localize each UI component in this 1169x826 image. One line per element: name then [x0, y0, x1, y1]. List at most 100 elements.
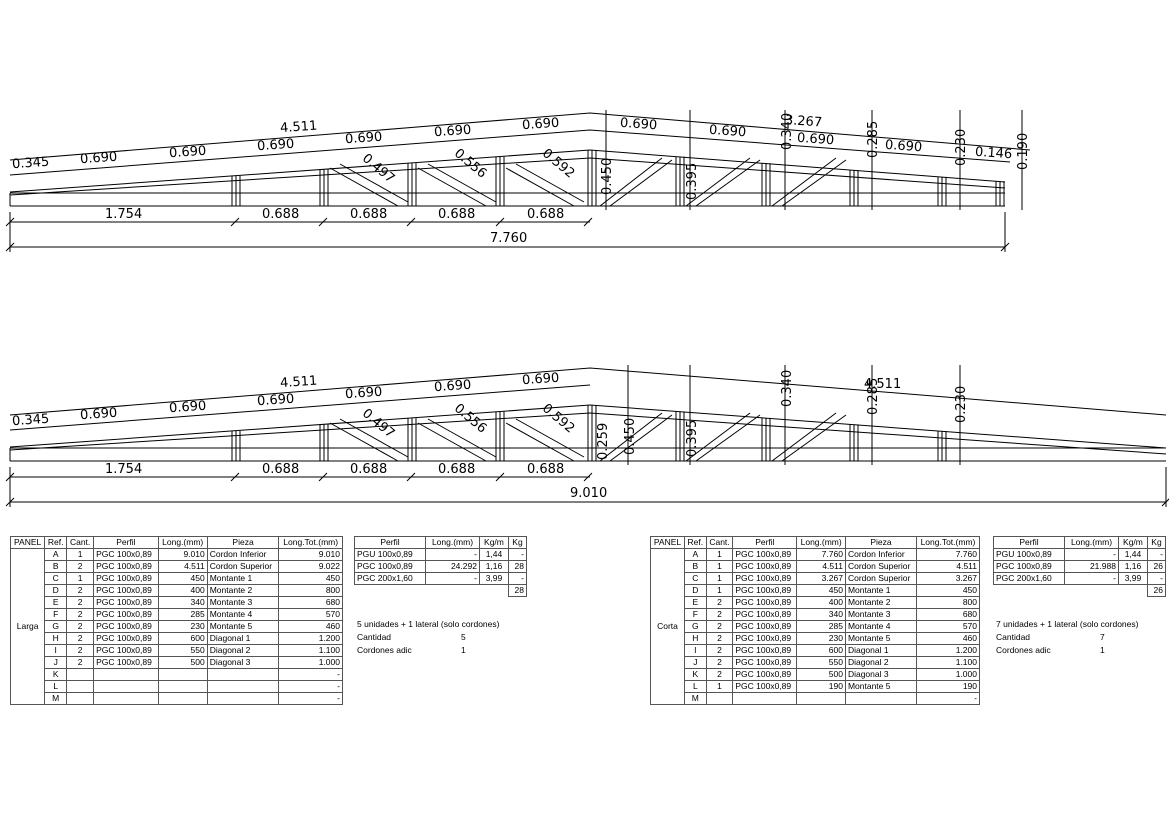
- panel-name: Corta: [650, 548, 685, 705]
- table-cell: Cordon Inferior: [206, 548, 280, 561]
- dim-diagonal: 0.497: [359, 151, 397, 186]
- table-cell: L: [683, 680, 707, 693]
- table-cell: [157, 680, 208, 693]
- diagonal: [505, 167, 575, 207]
- table-cell: H: [44, 632, 68, 645]
- table-cell: [844, 692, 917, 705]
- dim-diagonal: 0.556: [451, 401, 489, 436]
- dim-tick: [230, 217, 240, 227]
- table-cell: Diagonal 3: [206, 656, 280, 669]
- column-header: Ref.: [44, 536, 68, 549]
- table-cell: PGC 100x0,89: [93, 572, 159, 585]
- dim-label: 0.345: [12, 412, 50, 430]
- table-cell: 7.760: [915, 548, 981, 561]
- top-chord-inner: [9, 412, 1167, 455]
- table-cell: 1: [66, 572, 95, 585]
- table-cell: Cordon Inferior: [844, 548, 917, 561]
- table-cell: 1: [705, 560, 734, 573]
- column-header: Cant.: [705, 536, 734, 549]
- column-header: Long.(mm): [157, 536, 208, 549]
- table-cell: PGU 100x0,89: [992, 548, 1066, 561]
- table-cell: PGC 100x0,89: [992, 560, 1066, 573]
- table-cell: 28: [507, 560, 528, 573]
- column-header: Kg/m: [478, 536, 509, 549]
- table-cell: G: [683, 620, 707, 633]
- table-cell: 800: [278, 584, 343, 597]
- table-cell: 1: [66, 548, 95, 561]
- table-cell: 1.100: [278, 644, 343, 657]
- truss-long-labels: 4.511 0.345 0.690 0.690 0.690 0.690 0.69…: [12, 370, 969, 501]
- dim-line-total: [9, 367, 1167, 416]
- diagonal: [427, 163, 497, 203]
- table-cell: 460: [278, 620, 343, 633]
- table-cell: 1: [705, 572, 734, 585]
- table-cell: 2: [66, 632, 95, 645]
- total-kg: 28: [507, 584, 528, 597]
- dim-tick: [406, 472, 416, 482]
- table-cell: 2: [705, 632, 734, 645]
- table-cell: PGC 100x0,89: [732, 632, 798, 645]
- dim-height: 0.230: [954, 386, 969, 423]
- table-cell: Montante 3: [844, 608, 917, 621]
- table-cell: [157, 692, 208, 705]
- truss-long-drawing: [5, 365, 1169, 507]
- table-cell: PGC 100x0,89: [732, 572, 798, 585]
- table-cell: 2: [66, 656, 95, 669]
- table-cell: Diagonal 2: [844, 656, 917, 669]
- diagonal: [771, 157, 837, 207]
- table-cell: 340: [796, 608, 846, 621]
- dim-tick: [318, 217, 328, 227]
- table-cell: Montante 5: [206, 620, 280, 633]
- diagonal: [771, 412, 837, 462]
- diagonal: [695, 159, 761, 207]
- table-cell: PGU 100x0,89: [353, 548, 427, 561]
- table-cell: [157, 668, 208, 681]
- table-cell: 450: [915, 584, 981, 597]
- table-cell: 1,16: [1117, 560, 1148, 573]
- table-cell: Montante 4: [844, 620, 917, 633]
- table-cell: 4.511: [915, 560, 981, 573]
- table-cell: PGC 100x0,89: [732, 668, 798, 681]
- table-cell: 3.267: [796, 572, 846, 585]
- dim-label: 0.690: [522, 371, 560, 389]
- cantidad-value: 7: [1100, 632, 1105, 642]
- table-cell: A: [44, 548, 68, 561]
- table-cell: 2: [705, 668, 734, 681]
- table-cell: 3,99: [478, 572, 509, 585]
- dim-label: 0.688: [350, 462, 387, 477]
- dim-height: 0.285: [866, 378, 881, 415]
- dim-label: 1.754: [105, 207, 142, 222]
- column-header: Perfil: [732, 536, 798, 549]
- table-cell: 1.200: [915, 644, 981, 657]
- diagonal: [339, 418, 409, 458]
- diagonal: [515, 163, 585, 203]
- diagonal: [505, 422, 575, 462]
- table-cell: 190: [796, 680, 846, 693]
- table-cell: [206, 668, 280, 681]
- table-cell: PGC 100x0,89: [93, 608, 159, 621]
- cordones-value: 1: [461, 645, 466, 655]
- diagonal: [609, 159, 673, 207]
- dim-tick: [406, 217, 416, 227]
- cantidad-value: 5: [461, 632, 466, 642]
- table-cell: PGC 100x0,89: [732, 548, 798, 561]
- table-cell: 4.511: [157, 560, 208, 573]
- dim-tick: [318, 472, 328, 482]
- cordones-value: 1: [1100, 645, 1105, 655]
- dim-height: 0.395: [685, 163, 700, 200]
- diagonal: [599, 412, 663, 462]
- corta-notes: 7 unidades + 1 lateral (solo cordones) C…: [996, 618, 1169, 657]
- diagonal: [781, 414, 847, 462]
- dim-height: 0.395: [685, 420, 700, 457]
- column-header: Cant.: [66, 536, 95, 549]
- table-cell: 2: [705, 644, 734, 657]
- table-cell: 1,44: [1117, 548, 1148, 561]
- table-cell: Montante 2: [206, 584, 280, 597]
- table-cell: Montante 1: [844, 584, 917, 597]
- dim-label: 0.690: [884, 138, 922, 156]
